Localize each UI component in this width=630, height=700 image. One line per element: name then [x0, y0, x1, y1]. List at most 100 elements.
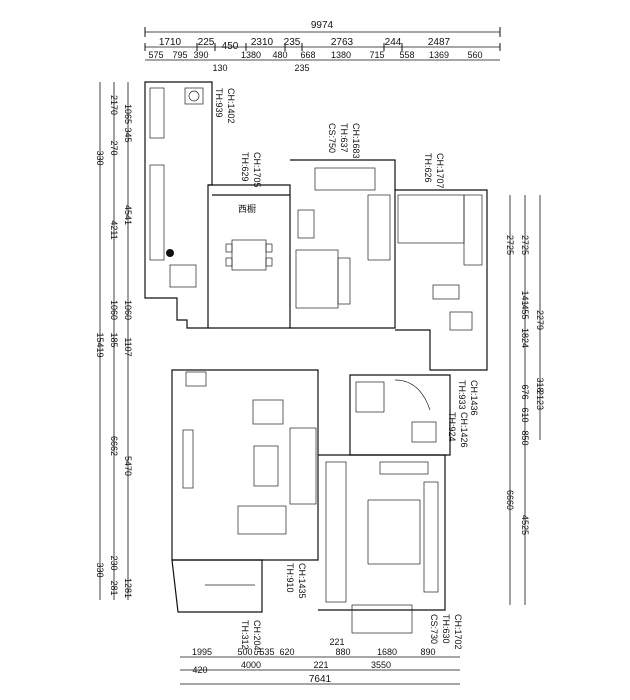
top-dim-4: 2310	[251, 37, 274, 48]
balcony-window-ch: CH:2045	[252, 620, 262, 656]
room-labels: CH:1402 TH:939 CH:1705 TH:629 CH:1683 TH…	[214, 88, 479, 656]
kitchen-counter-side	[149, 164, 165, 261]
bath-window-th: TH:933	[457, 380, 467, 410]
bottom-dim-5: 221	[329, 637, 344, 647]
bottom-dim-3: 535	[259, 647, 274, 657]
left-dimensions: 330 15419 330 2170 270 4211 1060 185 666…	[95, 82, 133, 600]
bottom-sub-2: 4000	[241, 660, 261, 670]
master-window-th: TH:630	[441, 614, 451, 644]
top-sub-7: 668	[300, 50, 315, 60]
left-inner-3: 4541	[123, 205, 133, 225]
bottom-dim-6: 880	[335, 647, 350, 657]
top-sub-8: 235	[294, 63, 309, 73]
top-dimensions: 9974 1710 225 450 2310 235 2763 244 2487…	[144, 20, 501, 73]
bed-3-icon	[397, 194, 465, 244]
left-mid-7: 230	[109, 555, 119, 570]
right-mid-2: 141	[520, 290, 530, 305]
left-inner-6: 5470	[123, 456, 133, 476]
top-sub-11: 558	[399, 50, 414, 60]
left-outer-1: 330	[95, 150, 105, 165]
bottom-dim-2: 500	[237, 647, 252, 657]
left-inner-2: 345	[123, 127, 133, 142]
desk-icon	[297, 209, 315, 239]
top-sub-1: 575	[148, 50, 163, 60]
bed-icon	[295, 249, 339, 309]
master-window-ch: CH:1702	[453, 614, 463, 650]
dining-window-th: TH:629	[240, 152, 250, 182]
right-inner-4: 610	[520, 407, 530, 422]
bath-toilet-icon	[411, 421, 437, 443]
plant-icon	[166, 249, 174, 257]
top-sub-10: 715	[369, 50, 384, 60]
top-sub-4: 130	[212, 63, 227, 73]
bedroom2-window-ch: CH:1683	[351, 123, 361, 159]
bottom-sub-3: 221	[313, 660, 328, 670]
dining-table-icon	[231, 239, 267, 271]
sofa-icon	[289, 427, 317, 505]
left-mid-6: 6662	[109, 436, 119, 456]
shoe-cabinet-icon	[185, 371, 207, 387]
dining-window-ch: CH:1705	[252, 152, 262, 188]
top-sub-2: 795	[172, 50, 187, 60]
right-inner-6: 4525	[520, 515, 530, 535]
right-dimensions: 2725 2123 2725 141 2279 318 6660 455 182…	[505, 195, 545, 605]
washing-machine-icon	[184, 87, 204, 105]
right-inner-5: 850	[520, 430, 530, 445]
left-outer-2: 15419	[95, 332, 105, 357]
total-width-top: 9974	[311, 20, 334, 31]
bath-window-ch: CH:1436	[469, 380, 479, 416]
master-side-cabinet-icon	[423, 481, 439, 593]
walls	[144, 81, 488, 634]
fridge-icon	[169, 264, 197, 288]
master-window-cs: CS:730	[429, 614, 439, 644]
shower-icon	[394, 379, 431, 411]
top-sub-3: 390	[193, 50, 208, 60]
bottom-dim-4: 620	[279, 647, 294, 657]
top-dim-6: 2763	[331, 37, 354, 48]
kitchen-counter-top	[149, 87, 165, 139]
living-window-th: TH:910	[285, 563, 295, 593]
basin-icon	[432, 284, 460, 300]
bath-door-ch: CH:1426	[459, 412, 469, 448]
top-dim-3: 450	[222, 41, 239, 52]
dresser-icon	[379, 461, 429, 475]
right-inner-1: 455	[520, 304, 530, 319]
left-mid-4: 1060	[109, 300, 119, 320]
kitchen-window-ch: CH:1402	[226, 88, 236, 124]
left-outer-3: 330	[95, 562, 105, 577]
furniture	[149, 87, 483, 603]
right-mid-3: 2279	[535, 310, 545, 330]
top-sub-5: 1380	[241, 50, 261, 60]
left-mid-2: 270	[109, 140, 119, 155]
left-inner-5: 1107	[123, 337, 133, 356]
left-mid-3: 4211	[109, 220, 119, 239]
bedroom2-window-th: TH:637	[339, 123, 349, 153]
top-dim-8: 2487	[428, 37, 451, 48]
top-dim-2: 225	[198, 37, 215, 48]
top-dim-1: 1710	[159, 37, 182, 48]
master-wardrobe-icon	[325, 461, 347, 603]
bottom-dimensions: 1995 500 535 620 221 880 1680 890 420 40…	[180, 637, 460, 685]
bath-door-th: TH:924	[447, 412, 457, 442]
living-window-ch: CH:1435	[297, 563, 307, 599]
bottom-sub-1: 420	[192, 665, 207, 675]
bottom-dim-7: 1680	[377, 647, 397, 657]
right-outer-2: 2123	[535, 390, 545, 410]
left-mid-1: 2170	[109, 95, 119, 115]
master-bed-icon	[367, 499, 421, 565]
wardrobe-icon	[337, 257, 351, 305]
bedroom3-window-th: TH:626	[423, 153, 433, 183]
right-inner-2: 1824	[520, 328, 530, 348]
cabinet-label: 西橱	[238, 203, 256, 214]
wardrobe-2-icon	[367, 194, 391, 261]
tv-cabinet-icon	[182, 429, 194, 489]
bedroom2-window-cs: CS:750	[327, 123, 337, 153]
left-mid-8: 281	[109, 580, 119, 595]
left-mid-5: 185	[109, 332, 119, 347]
bath-basin-icon	[355, 381, 385, 413]
toilet-icon	[449, 311, 473, 331]
coffee-table-icon	[253, 445, 279, 487]
left-inner-7: 1281	[123, 578, 133, 598]
